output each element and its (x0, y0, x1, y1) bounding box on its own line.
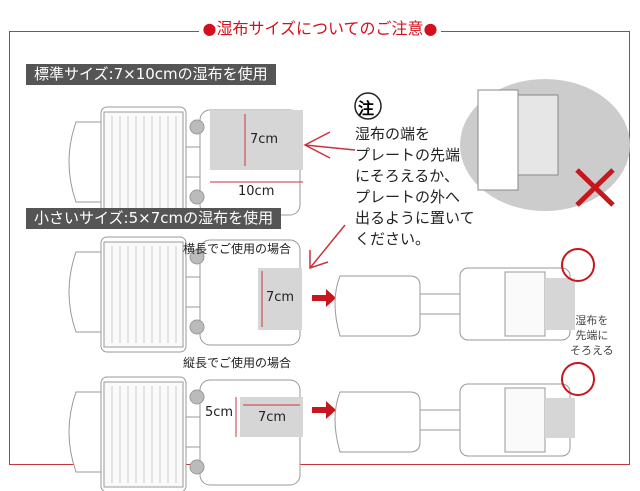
patch-horizontal (258, 268, 302, 330)
highlight-circle (561, 362, 595, 396)
device-horizontal-result (334, 267, 571, 341)
cross-icon (575, 168, 615, 207)
vertical-height-label: 5cm (205, 405, 234, 420)
horizontal-label: 横長でご使用の場合 (183, 242, 292, 256)
small-header: 小さいサイズ:5×7cmの湿布を使用 (26, 208, 282, 229)
caution-mark: 注 (358, 99, 375, 118)
vertical-width-label: 7cm (258, 410, 287, 425)
right-arrow-icon (312, 401, 336, 419)
pointer-arrow-icon (309, 224, 346, 270)
caution-mark-icon (354, 92, 382, 120)
side-note: 湿布を 先端に そろえる (570, 314, 614, 357)
standard-width-label: 10cm (238, 184, 275, 199)
horizontal-height-label: 7cm (266, 290, 295, 305)
highlight-circle (561, 248, 595, 282)
pointer-arrow-icon (303, 131, 356, 159)
vertical-label: 縦長でご使用の場合 (183, 356, 292, 370)
patch-vertical (240, 397, 303, 437)
notice-title: ●湿布サイズについてのご注意● (0, 15, 640, 39)
device-vertical-result (334, 383, 571, 457)
standard-height-label: 7cm (250, 132, 279, 147)
right-arrow-icon (312, 289, 336, 307)
caution-text: 湿布の端を プレートの先端 にそろえるか、 プレートの外へ 出るように置いて く… (355, 125, 475, 248)
standard-header: 標準サイズ:7×10cmの湿布を使用 (26, 64, 276, 85)
patch-standard (210, 110, 303, 170)
